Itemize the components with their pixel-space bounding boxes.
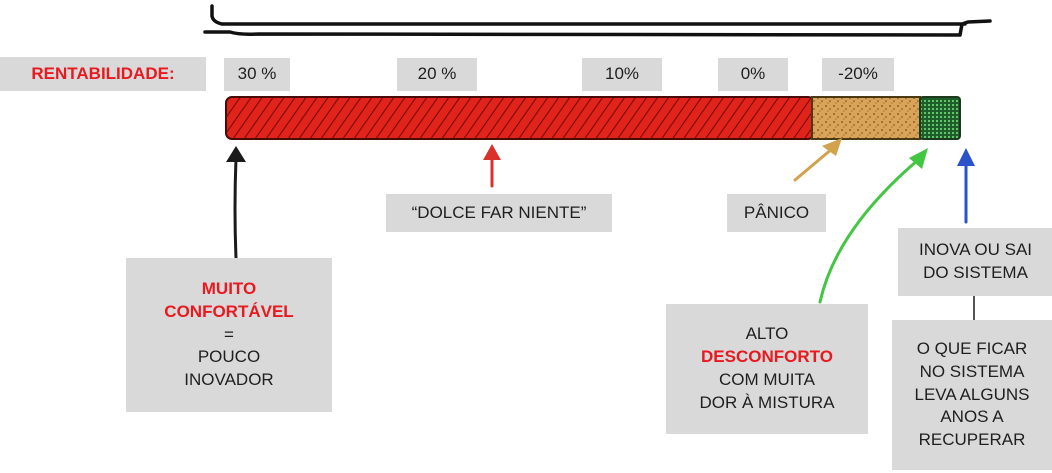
scale-label-10: 10% [582, 58, 662, 91]
arrow-gold [793, 138, 842, 182]
inova-line-2: DO SISTEMA [923, 263, 1028, 282]
ficar-line-3: LEVA ALGUNS [914, 384, 1030, 404]
label-muito-confortavel: MUITO CONFORTÁVEL = POUCO INOVADOR [126, 258, 332, 412]
arrow-blue [957, 148, 975, 224]
inova-line-1: INOVA OU SAI [918, 240, 1033, 260]
profitability-bar [225, 96, 961, 140]
label-dolce-far-niente: “DOLCE FAR NIENTE” [386, 194, 612, 232]
muito-line-3: POUCO [197, 347, 261, 367]
label-alto-desconforto: ALTO DESCONFORTO COM MUITA DOR À MISTURA [666, 304, 868, 434]
label-panico: PÂNICO [727, 194, 826, 232]
label-inova-ou-sai: INOVA OU SAI DO SISTEMA [898, 228, 1052, 296]
scale-label-20: 20 % [397, 58, 477, 91]
alto-line-1: ALTO [745, 324, 789, 344]
arrow-black [226, 146, 246, 260]
scale-label-0: 0% [718, 58, 788, 91]
alto-line-3: COM MUITA [718, 370, 815, 389]
ficar-line-5: RECUPERAR [918, 430, 1026, 450]
muito-line-2: CONFORTÁVEL [164, 301, 294, 321]
muito-equals: = [224, 324, 234, 344]
top-sketch [203, 4, 992, 37]
arrow-green [818, 148, 928, 304]
muito-line-4: INOVADOR [184, 370, 274, 390]
muito-line-1: MUITO [201, 278, 257, 298]
ficar-line-2: NO SISTEMA [919, 361, 1025, 381]
scale-label-minus20: -20% [822, 58, 894, 91]
alto-highlight: DESCONFORTO [701, 347, 833, 367]
scale-label-30: 30 % [224, 58, 290, 91]
ficar-line-4: ANOS A [940, 407, 1004, 427]
bar-segment-innovate [919, 96, 961, 140]
bar-segment-comfort [225, 96, 815, 140]
rentabilidade-text: RENTABILIDADE: [31, 63, 175, 83]
alto-line-4: DOR À MISTURA [699, 392, 835, 412]
rentabilidade-label: RENTABILIDADE: [0, 57, 206, 91]
label-o-que-ficar: O QUE FICAR NO SISTEMA LEVA ALGUNS ANOS … [892, 320, 1052, 470]
ficar-line-1: O QUE FICAR [916, 338, 1028, 358]
bar-segment-panic [811, 96, 921, 140]
arrow-red [483, 144, 501, 188]
